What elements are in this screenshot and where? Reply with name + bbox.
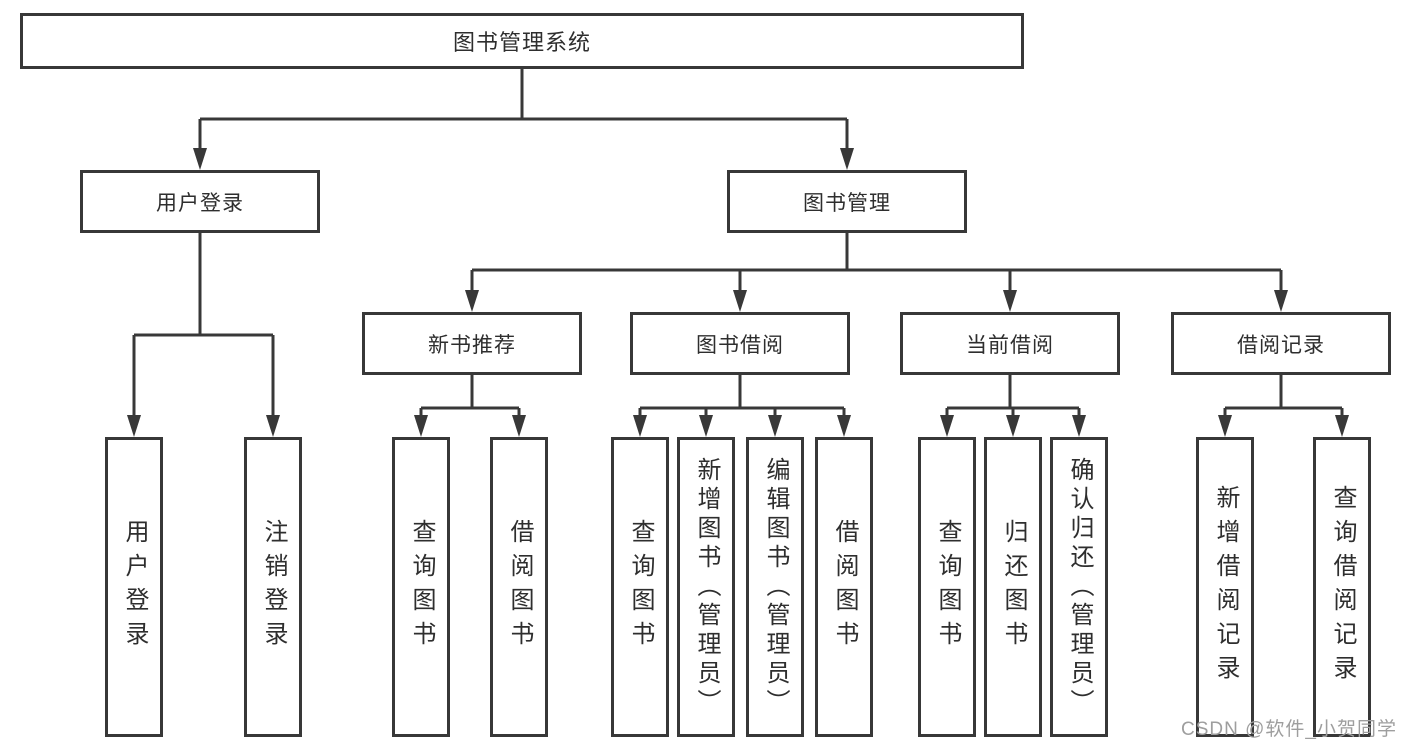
node-user-login-label: 用户登录 — [156, 191, 244, 215]
arrowhead — [840, 148, 854, 170]
leaf-confirm-return-admin: 确认归还（管理员） — [1050, 437, 1108, 737]
leaf-add-book-admin: 新增图书（管理员） — [677, 437, 735, 737]
leaf-query-books-borrowing-label: 查询图书 — [627, 519, 654, 655]
arrowhead — [512, 415, 526, 437]
leaf-confirm-return-admin-label: 确认归还（管理员） — [1066, 456, 1093, 718]
arrowhead — [266, 415, 280, 437]
arrowhead — [733, 290, 747, 312]
node-borrowing-records: 借阅记录 — [1171, 312, 1391, 375]
leaf-query-books-current: 查询图书 — [918, 437, 976, 737]
node-book-management-label: 图书管理 — [803, 191, 891, 215]
node-book-borrowing-label: 图书借阅 — [696, 333, 784, 357]
node-user-login: 用户登录 — [80, 170, 320, 233]
arrowhead — [1335, 415, 1349, 437]
arrowhead — [940, 415, 954, 437]
leaf-query-books-recommend: 查询图书 — [392, 437, 450, 737]
leaf-edit-book-admin: 编辑图书（管理员） — [746, 437, 804, 737]
arrowhead — [1274, 290, 1288, 312]
arrowhead — [465, 290, 479, 312]
node-borrowing-records-label: 借阅记录 — [1237, 333, 1325, 357]
leaf-user-login-label: 用户登录 — [121, 519, 148, 655]
arrowhead — [768, 415, 782, 437]
node-book-borrowing: 图书借阅 — [630, 312, 850, 375]
leaf-borrow-books-borrowing: 借阅图书 — [815, 437, 873, 737]
node-current-borrowing: 当前借阅 — [900, 312, 1120, 375]
arrowhead — [1006, 415, 1020, 437]
arrowhead — [1218, 415, 1232, 437]
arrowhead — [837, 415, 851, 437]
leaf-query-borrow-record: 查询借阅记录 — [1313, 437, 1371, 737]
leaf-return-books-label: 归还图书 — [1000, 519, 1027, 655]
leaf-borrow-books-borrowing-label: 借阅图书 — [831, 519, 858, 655]
watermark: CSDN @软件_小贺同学 — [1181, 719, 1397, 740]
leaf-query-books-borrowing: 查询图书 — [611, 437, 669, 737]
leaf-return-books: 归还图书 — [984, 437, 1042, 737]
leaf-query-books-recommend-label: 查询图书 — [408, 519, 435, 655]
leaf-logout-label: 注销登录 — [260, 519, 287, 655]
leaf-add-borrow-record-label: 新增借阅记录 — [1212, 485, 1239, 689]
arrowhead — [193, 148, 207, 170]
node-book-management: 图书管理 — [727, 170, 967, 233]
arrowhead — [1072, 415, 1086, 437]
node-new-book-recommendation-label: 新书推荐 — [428, 333, 516, 357]
arrowheads — [127, 148, 1349, 437]
node-new-book-recommendation: 新书推荐 — [362, 312, 582, 375]
leaf-query-books-current-label: 查询图书 — [934, 519, 961, 655]
node-library-system: 图书管理系统 — [20, 13, 1024, 69]
leaf-query-borrow-record-label: 查询借阅记录 — [1329, 485, 1356, 689]
node-current-borrowing-label: 当前借阅 — [966, 333, 1054, 357]
leaf-borrow-books-recommend-label: 借阅图书 — [506, 519, 533, 655]
arrowhead — [699, 415, 713, 437]
node-library-system-label: 图书管理系统 — [452, 30, 591, 55]
leaf-edit-book-admin-label: 编辑图书（管理员） — [762, 456, 789, 718]
arrowhead — [1003, 290, 1017, 312]
arrowhead — [414, 415, 428, 437]
leaf-logout: 注销登录 — [244, 437, 302, 737]
arrowhead — [127, 415, 141, 437]
leaf-add-book-admin-label: 新增图书（管理员） — [693, 456, 720, 718]
arrowhead — [633, 415, 647, 437]
leaf-user-login: 用户登录 — [105, 437, 163, 737]
leaf-add-borrow-record: 新增借阅记录 — [1196, 437, 1254, 737]
leaf-borrow-books-recommend: 借阅图书 — [490, 437, 548, 737]
